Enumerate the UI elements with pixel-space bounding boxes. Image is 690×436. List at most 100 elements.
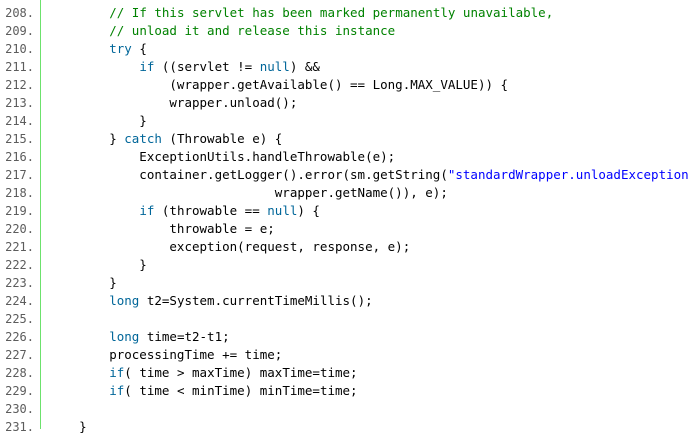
code-line: 230.	[0, 400, 690, 418]
string-token: "standardWrapper.unloadException"	[447, 167, 690, 182]
line-number: 208.	[5, 6, 34, 20]
line-code: if( time < minTime) minTime=time;	[49, 382, 357, 400]
plain-token: t2=System.currentTimeMillis();	[139, 293, 373, 308]
code-line: 218. wrapper.getName()), e);	[0, 184, 690, 202]
code-line: 228. if( time > maxTime) maxTime=time;	[0, 364, 690, 382]
keyword-token: if	[109, 365, 125, 380]
gutter-divider	[40, 0, 41, 429]
code-line: 223. }	[0, 274, 690, 292]
plain-token: (wrapper.getAvailable() == Long.MAX_VALU…	[49, 77, 509, 92]
plain-token	[49, 365, 109, 380]
line-number: 221.	[5, 240, 34, 254]
code-line: 213. wrapper.unload();	[0, 94, 690, 112]
code-line: 231. }	[0, 418, 690, 436]
line-number: 212.	[5, 78, 34, 92]
keyword-token: if	[139, 59, 155, 74]
plain-token: ) {	[297, 203, 320, 218]
line-number: 222.	[5, 258, 34, 272]
line-code: (wrapper.getAvailable() == Long.MAX_VALU…	[49, 76, 508, 94]
line-code: wrapper.unload();	[49, 94, 297, 112]
code-line: 227. processingTime += time;	[0, 346, 690, 364]
plain-token: exception(request, response, e);	[49, 239, 411, 254]
line-number: 220.	[5, 222, 34, 236]
plain-token: }	[49, 419, 87, 434]
code-line: 209. // unload it and release this insta…	[0, 22, 690, 40]
plain-token: processingTime += time;	[49, 347, 283, 362]
plain-token: wrapper.unload();	[49, 95, 298, 110]
line-code: // unload it and release this instance	[49, 22, 395, 40]
keyword-token: if	[109, 383, 125, 398]
code-line: 216. ExceptionUtils.handleThrowable(e);	[0, 148, 690, 166]
line-number: 217.	[5, 168, 34, 182]
comment-token: // If this servlet has been marked perma…	[109, 5, 554, 20]
line-number: 225.	[5, 312, 34, 326]
line-code: }	[49, 418, 87, 436]
line-code: if (throwable == null) {	[49, 202, 320, 220]
plain-token: throwable = e;	[49, 221, 275, 236]
line-code: }	[49, 112, 147, 130]
line-code: throwable = e;	[49, 220, 275, 238]
line-number: 223.	[5, 276, 34, 290]
line-number: 226.	[5, 330, 34, 344]
code-line: 212. (wrapper.getAvailable() == Long.MAX…	[0, 76, 690, 94]
plain-token	[49, 23, 109, 38]
plain-token: (Throwable e) {	[161, 131, 283, 146]
line-number: 224.	[5, 294, 34, 308]
plain-token	[49, 41, 109, 56]
code-line: 222. }	[0, 256, 690, 274]
line-code: wrapper.getName()), e);	[49, 184, 448, 202]
keyword-token: long	[109, 329, 140, 344]
line-number: 214.	[5, 114, 34, 128]
plain-token: ) &&	[289, 59, 320, 74]
code-line: 225.	[0, 310, 690, 328]
line-code: exception(request, response, e);	[49, 238, 410, 256]
plain-token: ( time > maxTime) maxTime=time;	[124, 365, 358, 380]
keyword-token: if	[139, 203, 155, 218]
plain-token	[49, 329, 109, 344]
line-number: 216.	[5, 150, 34, 164]
plain-token	[49, 293, 109, 308]
code-line: 217. container.getLogger().error(sm.getS…	[0, 166, 690, 184]
plain-token: (throwable ==	[154, 203, 268, 218]
comment-token: // unload it and release this instance	[109, 23, 396, 38]
code-line: 211. if ((servlet != null) &&	[0, 58, 690, 76]
plain-token: wrapper.getName()), e);	[49, 185, 448, 200]
plain-token: }	[49, 257, 147, 272]
code-line: 220. throwable = e;	[0, 220, 690, 238]
keyword-token: null	[259, 59, 290, 74]
line-number: 227.	[5, 348, 34, 362]
line-number: 219.	[5, 204, 34, 218]
code-line: 210. try {	[0, 40, 690, 58]
plain-token: }	[49, 113, 147, 128]
code-line: 229. if( time < minTime) minTime=time;	[0, 382, 690, 400]
code-line: 214. }	[0, 112, 690, 130]
line-number: 228.	[5, 366, 34, 380]
line-number: 218.	[5, 186, 34, 200]
keyword-token: long	[109, 293, 140, 308]
line-code: long t2=System.currentTimeMillis();	[49, 292, 373, 310]
line-number: 229.	[5, 384, 34, 398]
plain-token	[49, 59, 139, 74]
line-code: }	[49, 274, 117, 292]
line-code: ExceptionUtils.handleThrowable(e);	[49, 148, 395, 166]
plain-token	[49, 383, 109, 398]
line-code: } catch (Throwable e) {	[49, 130, 282, 148]
keyword-token: catch	[124, 131, 162, 146]
line-number: 231.	[5, 420, 34, 434]
code-line: 226. long time=t2-t1;	[0, 328, 690, 346]
plain-token: }	[49, 131, 125, 146]
plain-token	[49, 5, 109, 20]
keyword-token: try	[109, 41, 132, 56]
line-code: long time=t2-t1;	[49, 328, 229, 346]
line-code: // If this servlet has been marked perma…	[49, 4, 553, 22]
plain-token	[49, 203, 139, 218]
line-code: processingTime += time;	[49, 346, 282, 364]
code-line: 219. if (throwable == null) {	[0, 202, 690, 220]
plain-token: {	[131, 41, 147, 56]
code-line: 215. } catch (Throwable e) {	[0, 130, 690, 148]
plain-token: ExceptionUtils.handleThrowable(e);	[49, 149, 396, 164]
line-code: try {	[49, 40, 147, 58]
line-code: if ((servlet != null) &&	[49, 58, 320, 76]
line-code: }	[49, 256, 147, 274]
